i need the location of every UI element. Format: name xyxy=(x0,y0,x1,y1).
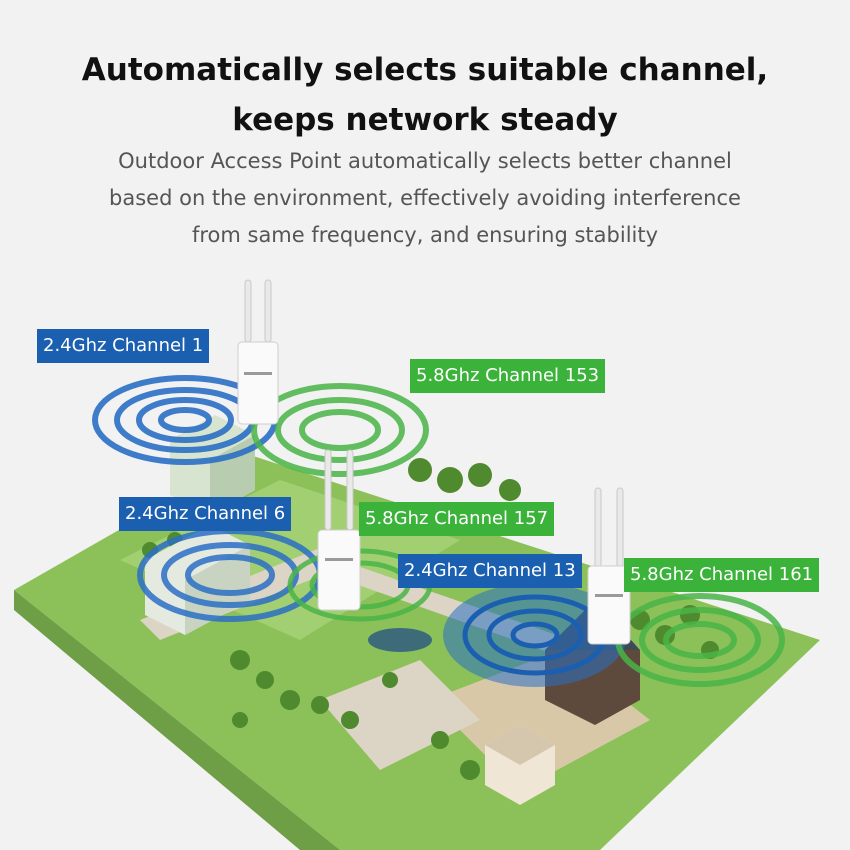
description-line-3: from same frequency, and ensuring stabil… xyxy=(191,223,659,247)
channel-label-58ghz-ch157: 5.8Ghz Channel 157 xyxy=(359,502,555,536)
outdoor-access-point-icon xyxy=(317,449,361,611)
outdoor-access-point-icon xyxy=(587,487,631,645)
channel-label-24ghz-ch1: 2.4Ghz Channel 1 xyxy=(37,329,210,363)
wifi-wave-green-icon xyxy=(251,383,429,477)
headline-line-2: keeps network steady xyxy=(232,102,618,138)
channel-label-24ghz-ch6: 2.4Ghz Channel 6 xyxy=(119,497,292,531)
headline-line-1: Automatically selects suitable channel, xyxy=(81,52,769,88)
channel-label-24ghz-ch13: 2.4Ghz Channel 13 xyxy=(398,554,582,588)
description-line-1: Outdoor Access Point automatically selec… xyxy=(118,149,732,173)
channel-label-58ghz-ch153: 5.8Ghz Channel 153 xyxy=(410,359,606,393)
description-line-2: based on the environment, effectively av… xyxy=(109,186,741,210)
outdoor-access-point-icon xyxy=(237,279,279,425)
channel-label-58ghz-ch161: 5.8Ghz Channel 161 xyxy=(624,558,820,592)
